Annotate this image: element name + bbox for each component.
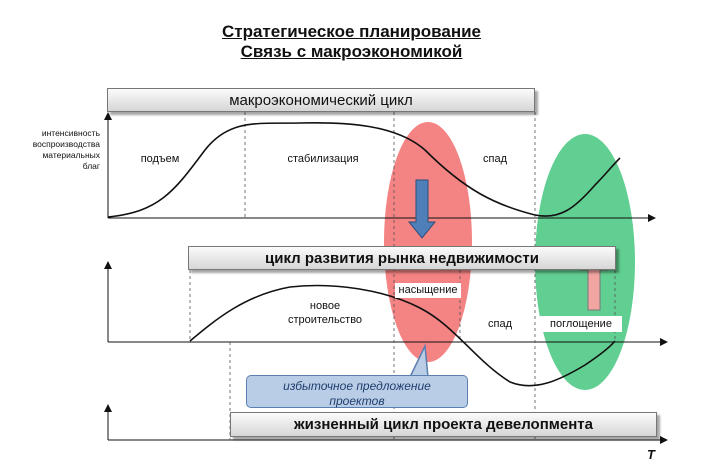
phase-rise-label: подъем	[140, 153, 180, 165]
down-arrow	[407, 179, 437, 239]
red-zone	[384, 122, 472, 362]
macro-cycle-curve	[107, 122, 621, 218]
saturation-label: насыщение	[395, 283, 461, 298]
oversupply-callout: избыточное предложение проектов	[246, 375, 468, 408]
x-axis-time-label: T	[647, 447, 655, 462]
new-construction-label: новое строительство	[287, 300, 363, 326]
market-decline-label: спад	[488, 318, 512, 330]
realestate-cycle-bar: цикл развития рынка недвижимости	[188, 246, 616, 270]
phase-decline-label: спад	[483, 153, 507, 165]
project-cycle-bar: жизненный цикл проекта девелопмента	[230, 412, 657, 437]
market-cycle-curve	[189, 284, 616, 387]
y-axis-label: интенсивность воспроизводства материальн…	[32, 128, 100, 172]
title-line-2: Связь с макроэкономикой	[240, 42, 463, 61]
absorption-label: поглощение	[540, 316, 622, 332]
macro-cycle-bar: макроэкономический цикл	[107, 88, 535, 112]
title-line-1: Стратегическое планирование	[221, 22, 482, 41]
phase-dividers	[189, 112, 616, 440]
phase-stabilization-label: стабилизация	[287, 153, 359, 165]
